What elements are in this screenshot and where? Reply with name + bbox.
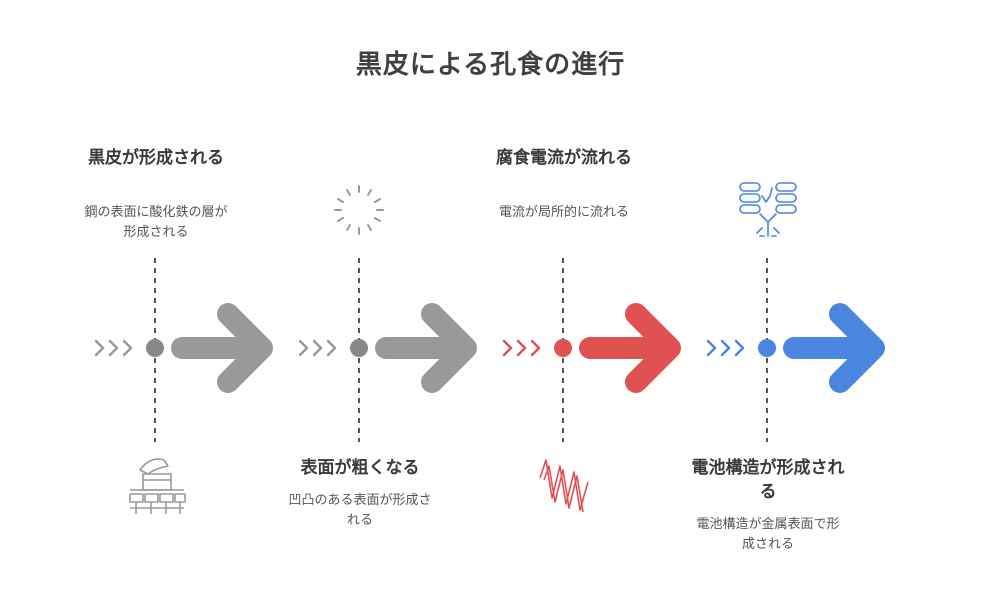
bucket-stack-icon xyxy=(129,458,186,514)
stage-4-heading: 電池構造が形成される xyxy=(691,458,845,502)
stage-3-heading: 腐食電流が流れる xyxy=(496,148,632,168)
stage-1-arrow xyxy=(171,303,273,393)
stage-2-chevrons xyxy=(298,339,337,357)
battery-cells-icon xyxy=(739,182,797,237)
stage-2-description: 凹凸のある表面が形成される xyxy=(288,493,432,528)
stage-4-description: 電池構造が金属表面で形成される xyxy=(696,517,840,552)
zigzag-spring-icon xyxy=(539,459,589,513)
stage-3-node xyxy=(554,339,572,357)
dotted-circle-icon xyxy=(334,185,384,235)
diagram-title: 黒皮による孔食の進行 xyxy=(355,50,626,80)
stage-2-node xyxy=(350,339,368,357)
stage-3-chevrons xyxy=(502,339,541,357)
stage-4-chevrons xyxy=(706,339,745,357)
stage-3-description: 電流が局所的に流れる xyxy=(498,205,629,220)
stage-2-heading: 表面が粗くなる xyxy=(300,458,420,478)
stage-1-node xyxy=(146,339,164,357)
stage-4-node xyxy=(758,339,776,357)
stage-1-chevrons xyxy=(94,339,133,357)
stage-4-arrow xyxy=(783,303,885,393)
stage-1-heading: 黒皮が形成される xyxy=(88,148,224,168)
stage-3-arrow xyxy=(579,303,681,393)
stage-1-description: 鋼の表面に酸化鉄の層が形成される xyxy=(84,205,228,240)
stage-2-arrow xyxy=(375,303,477,393)
